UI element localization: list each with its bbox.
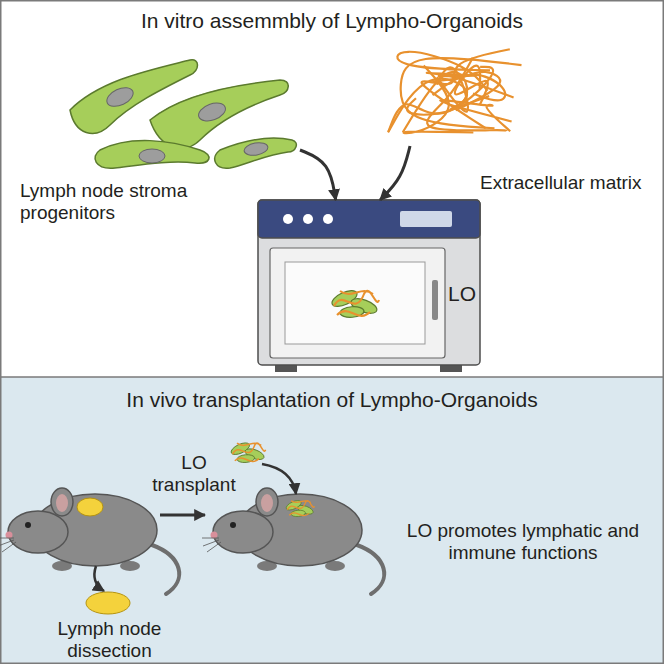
figure-label: Lymph node dissection (42, 618, 177, 662)
incubator (258, 200, 480, 372)
panel-title: In vivo transplantation of Lympho-Organo… (0, 388, 664, 412)
illustration-group: Lymph node stroma progenitors (60, 50, 300, 175)
step-arrow (160, 514, 205, 517)
lo-transplant-graft (229, 441, 265, 464)
top-panel (0, 0, 664, 377)
extracellular-matrix (388, 49, 521, 133)
panel-title: In vitro assemmbly of Lympho-Organoids (0, 9, 664, 33)
illustration-group: Extracellular matrix (380, 38, 530, 146)
stroma-cells (70, 60, 296, 168)
dissection-arrow (94, 566, 104, 591)
dissected-lymph-node (86, 592, 130, 614)
figure-label: LO (448, 282, 478, 306)
figure-label: LO promotes lymphatic and immune functio… (392, 520, 654, 564)
figure-label: Lymph node stroma progenitors (20, 180, 225, 224)
transplant-arrow (262, 464, 296, 494)
figure-label: Extracellular matrix (480, 172, 655, 194)
mouse-before (0, 488, 179, 594)
flow-arrow (380, 146, 410, 200)
figure-label: LO transplant (148, 452, 240, 496)
mouse-after (202, 488, 384, 594)
incubator-box: LO (258, 200, 480, 372)
panel-band: Lymph node stroma progenitorsExtracellul… (0, 0, 664, 377)
panel-divider (0, 376, 664, 378)
flow-arrow (300, 150, 336, 200)
